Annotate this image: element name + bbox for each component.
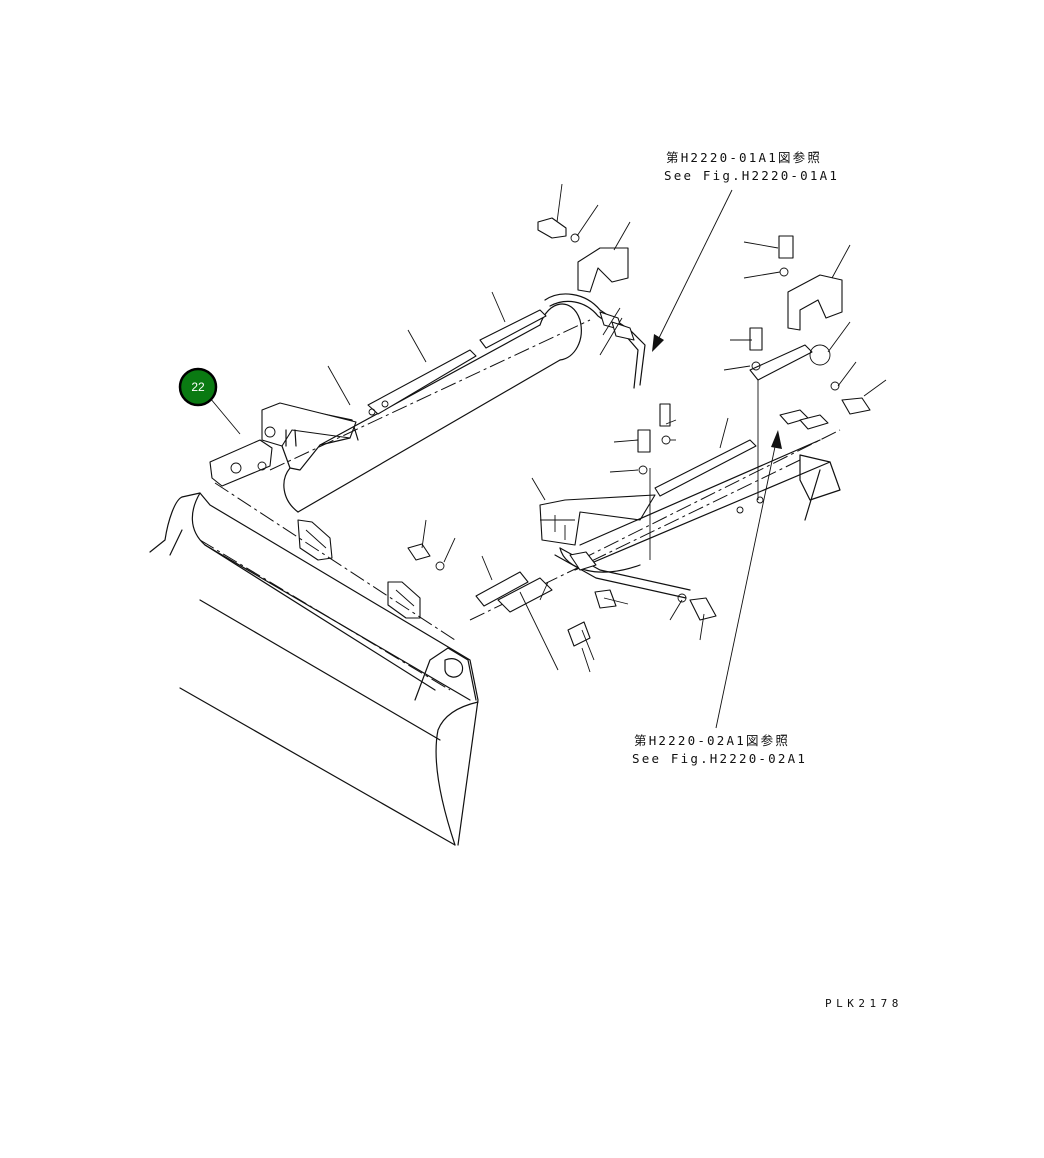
callout-number: 22	[191, 380, 205, 394]
callout-22[interactable]: 22	[178, 367, 218, 407]
dozer-blade	[149, 482, 479, 846]
drawing-code: PLK2178	[825, 997, 903, 1010]
hydraulic-lines	[497, 293, 829, 613]
reference-label-bottom: 第H2220-02A1図参照 See Fig.H2220-02A1	[632, 733, 807, 766]
reference-top-jp: 第H2220-01A1図参照	[666, 150, 822, 165]
reference-label-top: 第H2220-01A1図参照 See Fig.H2220-01A1	[664, 150, 839, 183]
reference-bottom-jp: 第H2220-02A1図参照	[634, 733, 790, 748]
push-arm-right	[469, 344, 841, 621]
reference-bottom-en: See Fig.H2220-02A1	[632, 751, 807, 766]
leader-lines	[209, 183, 887, 729]
callout-circle	[178, 367, 218, 407]
reference-top-en: See Fig.H2220-01A1	[664, 168, 839, 183]
hardware	[407, 217, 871, 647]
push-arm-left	[209, 303, 591, 513]
